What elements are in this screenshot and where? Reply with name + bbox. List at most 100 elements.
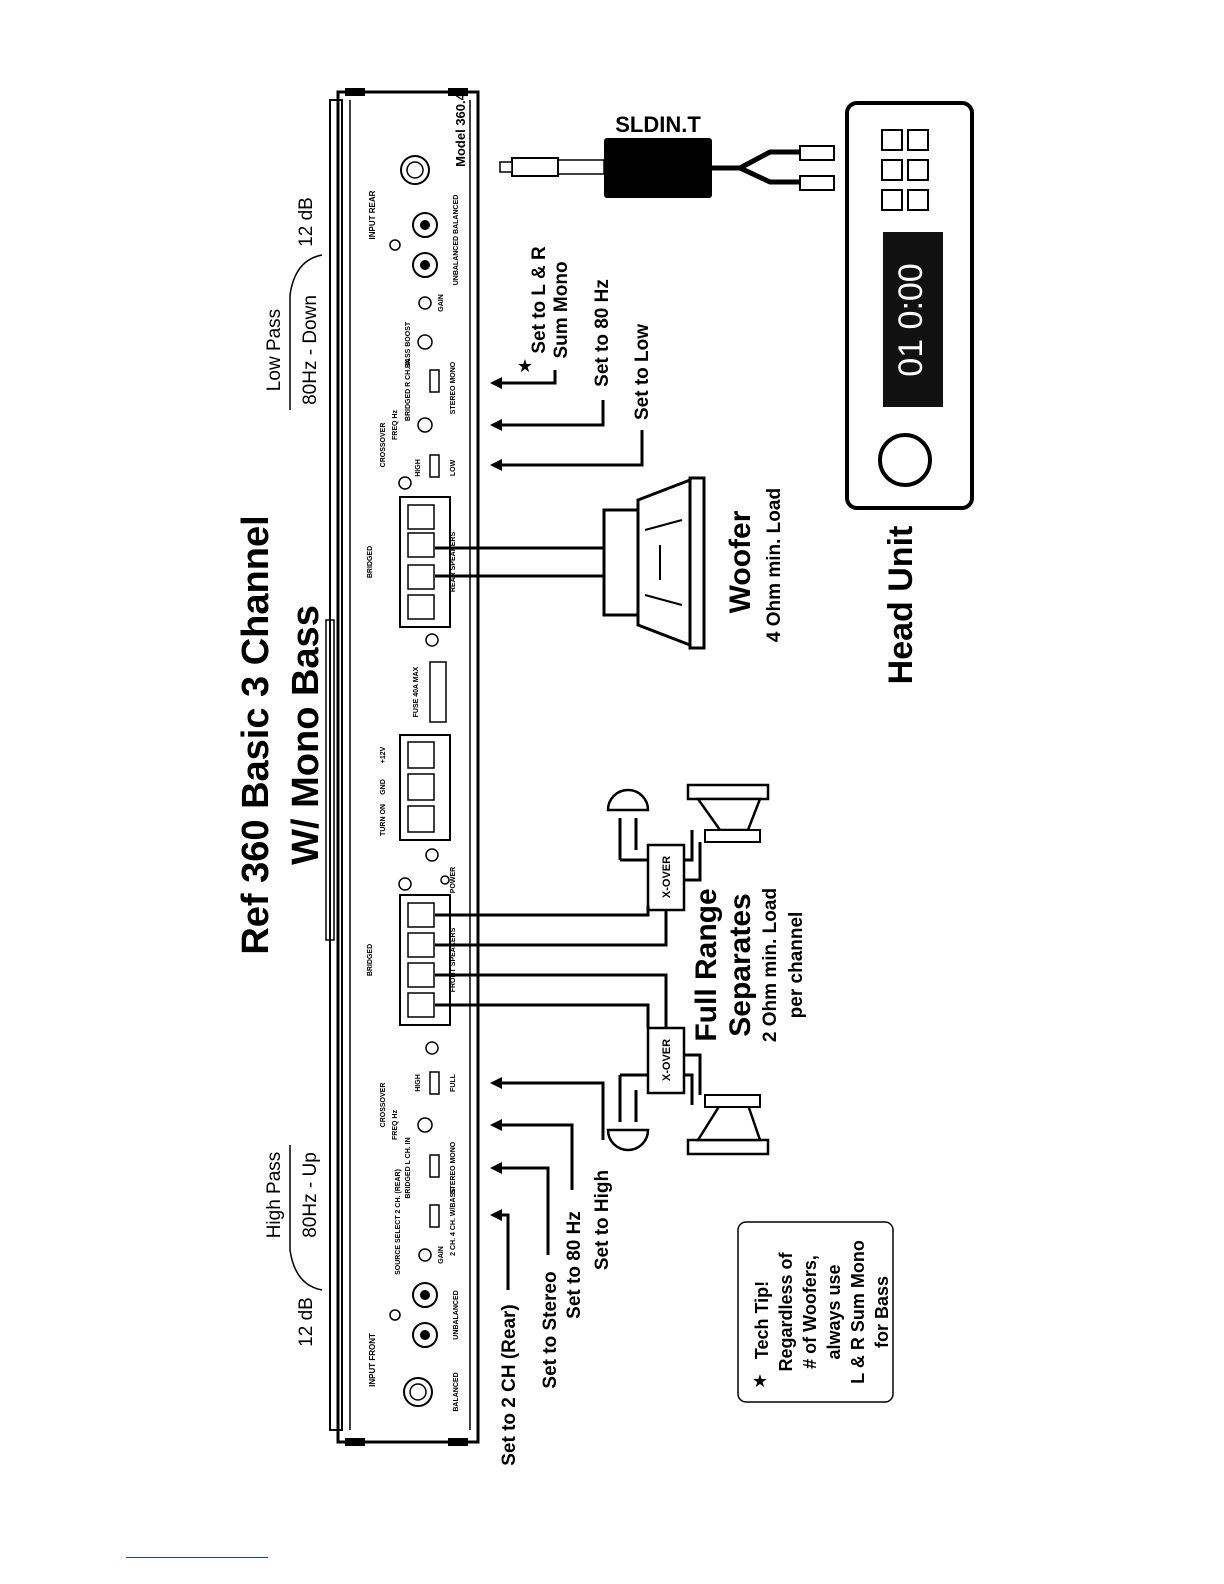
separates-load: 2 Ohm min. Load	[760, 888, 781, 1042]
rear-freq-label: FREQ Hz	[392, 410, 399, 440]
front-xover-left: X-OVER	[646, 1026, 686, 1095]
unbal-bal-label: UNBALANCED BALANCED	[453, 195, 460, 286]
head-unit-display-text: 01 0:00	[892, 263, 930, 376]
model-label: Model 360.4	[453, 92, 468, 166]
plus12v-label: +12V	[380, 746, 387, 763]
gnd-label: GND	[380, 779, 387, 795]
title-line-2: W/ Mono Bass	[285, 605, 327, 865]
front-speakers-label: FRONT SPEAKERS	[450, 927, 457, 992]
front-filter-switch	[429, 1071, 440, 1095]
front-rca-r	[412, 1282, 438, 1308]
tech-tip-line-4: always use	[824, 1264, 844, 1359]
bass-boost-label: BASS BOOST	[405, 321, 412, 368]
tech-tip-line-1: Tech Tip!	[752, 1281, 772, 1359]
high-pass-freq: 80Hz - Up	[300, 1152, 321, 1238]
front-gain-knob	[418, 1248, 432, 1262]
low-pass-slope: 12 dB	[296, 197, 317, 247]
tech-tip-line-2: Regardless of	[776, 1251, 796, 1371]
front-speaker-wires	[435, 905, 668, 1028]
preset-button[interactable]	[881, 129, 903, 151]
rear-rca-r	[412, 212, 438, 238]
preset-button[interactable]	[907, 189, 929, 211]
high-pass-label: High Pass	[264, 1152, 285, 1239]
source-select-label: SOURCE SELECT 2 CH. (REAR)	[395, 1169, 402, 1275]
source-select-switch	[429, 1204, 440, 1228]
sldin-adapter: SLDIN.T	[499, 112, 835, 198]
rear-crossover-label: CROSSOVER	[380, 423, 387, 468]
front-unbalanced-label: UNBALANCED	[453, 1290, 460, 1339]
tech-tip-star-icon: ★	[752, 1371, 768, 1391]
power-led	[440, 875, 450, 885]
front-setting-arrows	[498, 1081, 605, 1290]
front-rca-l	[412, 1322, 438, 1348]
midrange-left	[684, 1053, 770, 1156]
fuse	[429, 661, 447, 723]
front-freq-label: FREQ Hz	[392, 1110, 399, 1140]
front-full-label: FULL	[450, 1073, 457, 1092]
tech-tip-line-6: for Bass	[872, 1276, 892, 1348]
front-balanced-label: BALANCED	[453, 1372, 460, 1411]
source-modes-label: 2 CH. 4 CH. W/BASS	[450, 1188, 457, 1256]
tweeter-left	[606, 1073, 650, 1152]
front-speaker-terminal-block	[399, 894, 451, 1026]
footnote-rule	[126, 1557, 268, 1558]
front-crossover-label: CROSSOVER	[380, 1083, 387, 1128]
preset-button[interactable]	[907, 159, 929, 181]
front-set-stereo: Set to Stereo	[540, 1271, 561, 1388]
preset-button[interactable]	[881, 159, 903, 181]
xover-label: X-OVER	[661, 1039, 673, 1081]
rear-stereo-mono-label: STEREO MONO	[450, 361, 457, 414]
tech-tip-line-3: # of Woofers,	[800, 1255, 820, 1369]
front-stereo-mono-label: STEREO MONO	[450, 1141, 457, 1194]
volume-knob[interactable]	[878, 433, 932, 487]
bridged-r-label: BRIDGED R CH. IN	[405, 359, 412, 421]
separates-label-2: Separates	[724, 893, 757, 1036]
fuse-label: FUSE 40A MAX	[413, 666, 420, 717]
bass-boost-knob	[417, 334, 433, 350]
woofer-label: Woofer	[724, 510, 757, 613]
low-pass-info: Low Pass 80Hz - Down	[264, 295, 321, 405]
tech-tip-line-5: L & R Sum Mono	[848, 1240, 868, 1384]
input-front-label: INPUT FRONT	[368, 1333, 377, 1387]
rear-high-label: HIGH	[415, 459, 422, 477]
tech-tip-box: ★ Tech Tip! Regardless of # of Woofers, …	[737, 1221, 894, 1403]
rear-setting-arrows	[498, 370, 644, 467]
front-mode-switch	[429, 1154, 440, 1178]
rear-gain-label: GAIN	[438, 294, 445, 312]
front-set-80hz: Set to 80 Hz	[564, 1211, 585, 1319]
input-rear-label: INPUT REAR	[368, 190, 377, 239]
rear-freq-knob	[417, 417, 433, 433]
front-set-high: Set to High	[592, 1170, 613, 1270]
woofer	[602, 476, 706, 650]
head-unit-display	[883, 232, 943, 407]
low-pass-label: Low Pass	[264, 309, 285, 391]
front-set-2ch: Set to 2 CH (Rear)	[499, 1304, 520, 1466]
preset-button[interactable]	[907, 129, 929, 151]
separates-label-1: Full Range	[690, 888, 723, 1041]
woofer-wires	[435, 546, 604, 578]
low-pass-freq: 80Hz - Down	[300, 295, 321, 405]
front-balanced-connector	[403, 1377, 433, 1407]
front-gain-label: GAIN	[438, 1246, 445, 1264]
front-bridged-label: BRIDGED	[367, 944, 374, 976]
midrange-right	[684, 783, 770, 882]
xover-label: X-OVER	[661, 856, 673, 898]
rear-bridged-label: BRIDGED	[367, 546, 374, 578]
rear-balanced-connector	[400, 155, 430, 185]
rear-speakers-label: REAR SPEAKERS	[450, 532, 457, 593]
amplifier	[325, 88, 480, 1446]
rear-set-sum-mono: Set to L & R	[529, 246, 550, 354]
high-pass-slope: 12 dB	[296, 1297, 317, 1347]
bridged-l-label: BRIDGED L CH. IN	[405, 1137, 412, 1198]
diagram-title: Ref 360 Basic 3 Channel W/ Mono Bass	[235, 515, 327, 954]
tweeter-right	[606, 788, 650, 862]
rear-filter-switch	[429, 454, 440, 478]
sldin-label: SLDIN.T	[615, 112, 701, 137]
front-high-label: HIGH	[415, 1074, 422, 1092]
separates-per-channel: per channel	[786, 912, 807, 1019]
turn-on-label: TURN ON	[380, 804, 387, 836]
rear-rca-l	[412, 252, 438, 278]
rear-set-80hz: Set to 80 Hz	[592, 279, 613, 387]
preset-button[interactable]	[881, 189, 903, 211]
